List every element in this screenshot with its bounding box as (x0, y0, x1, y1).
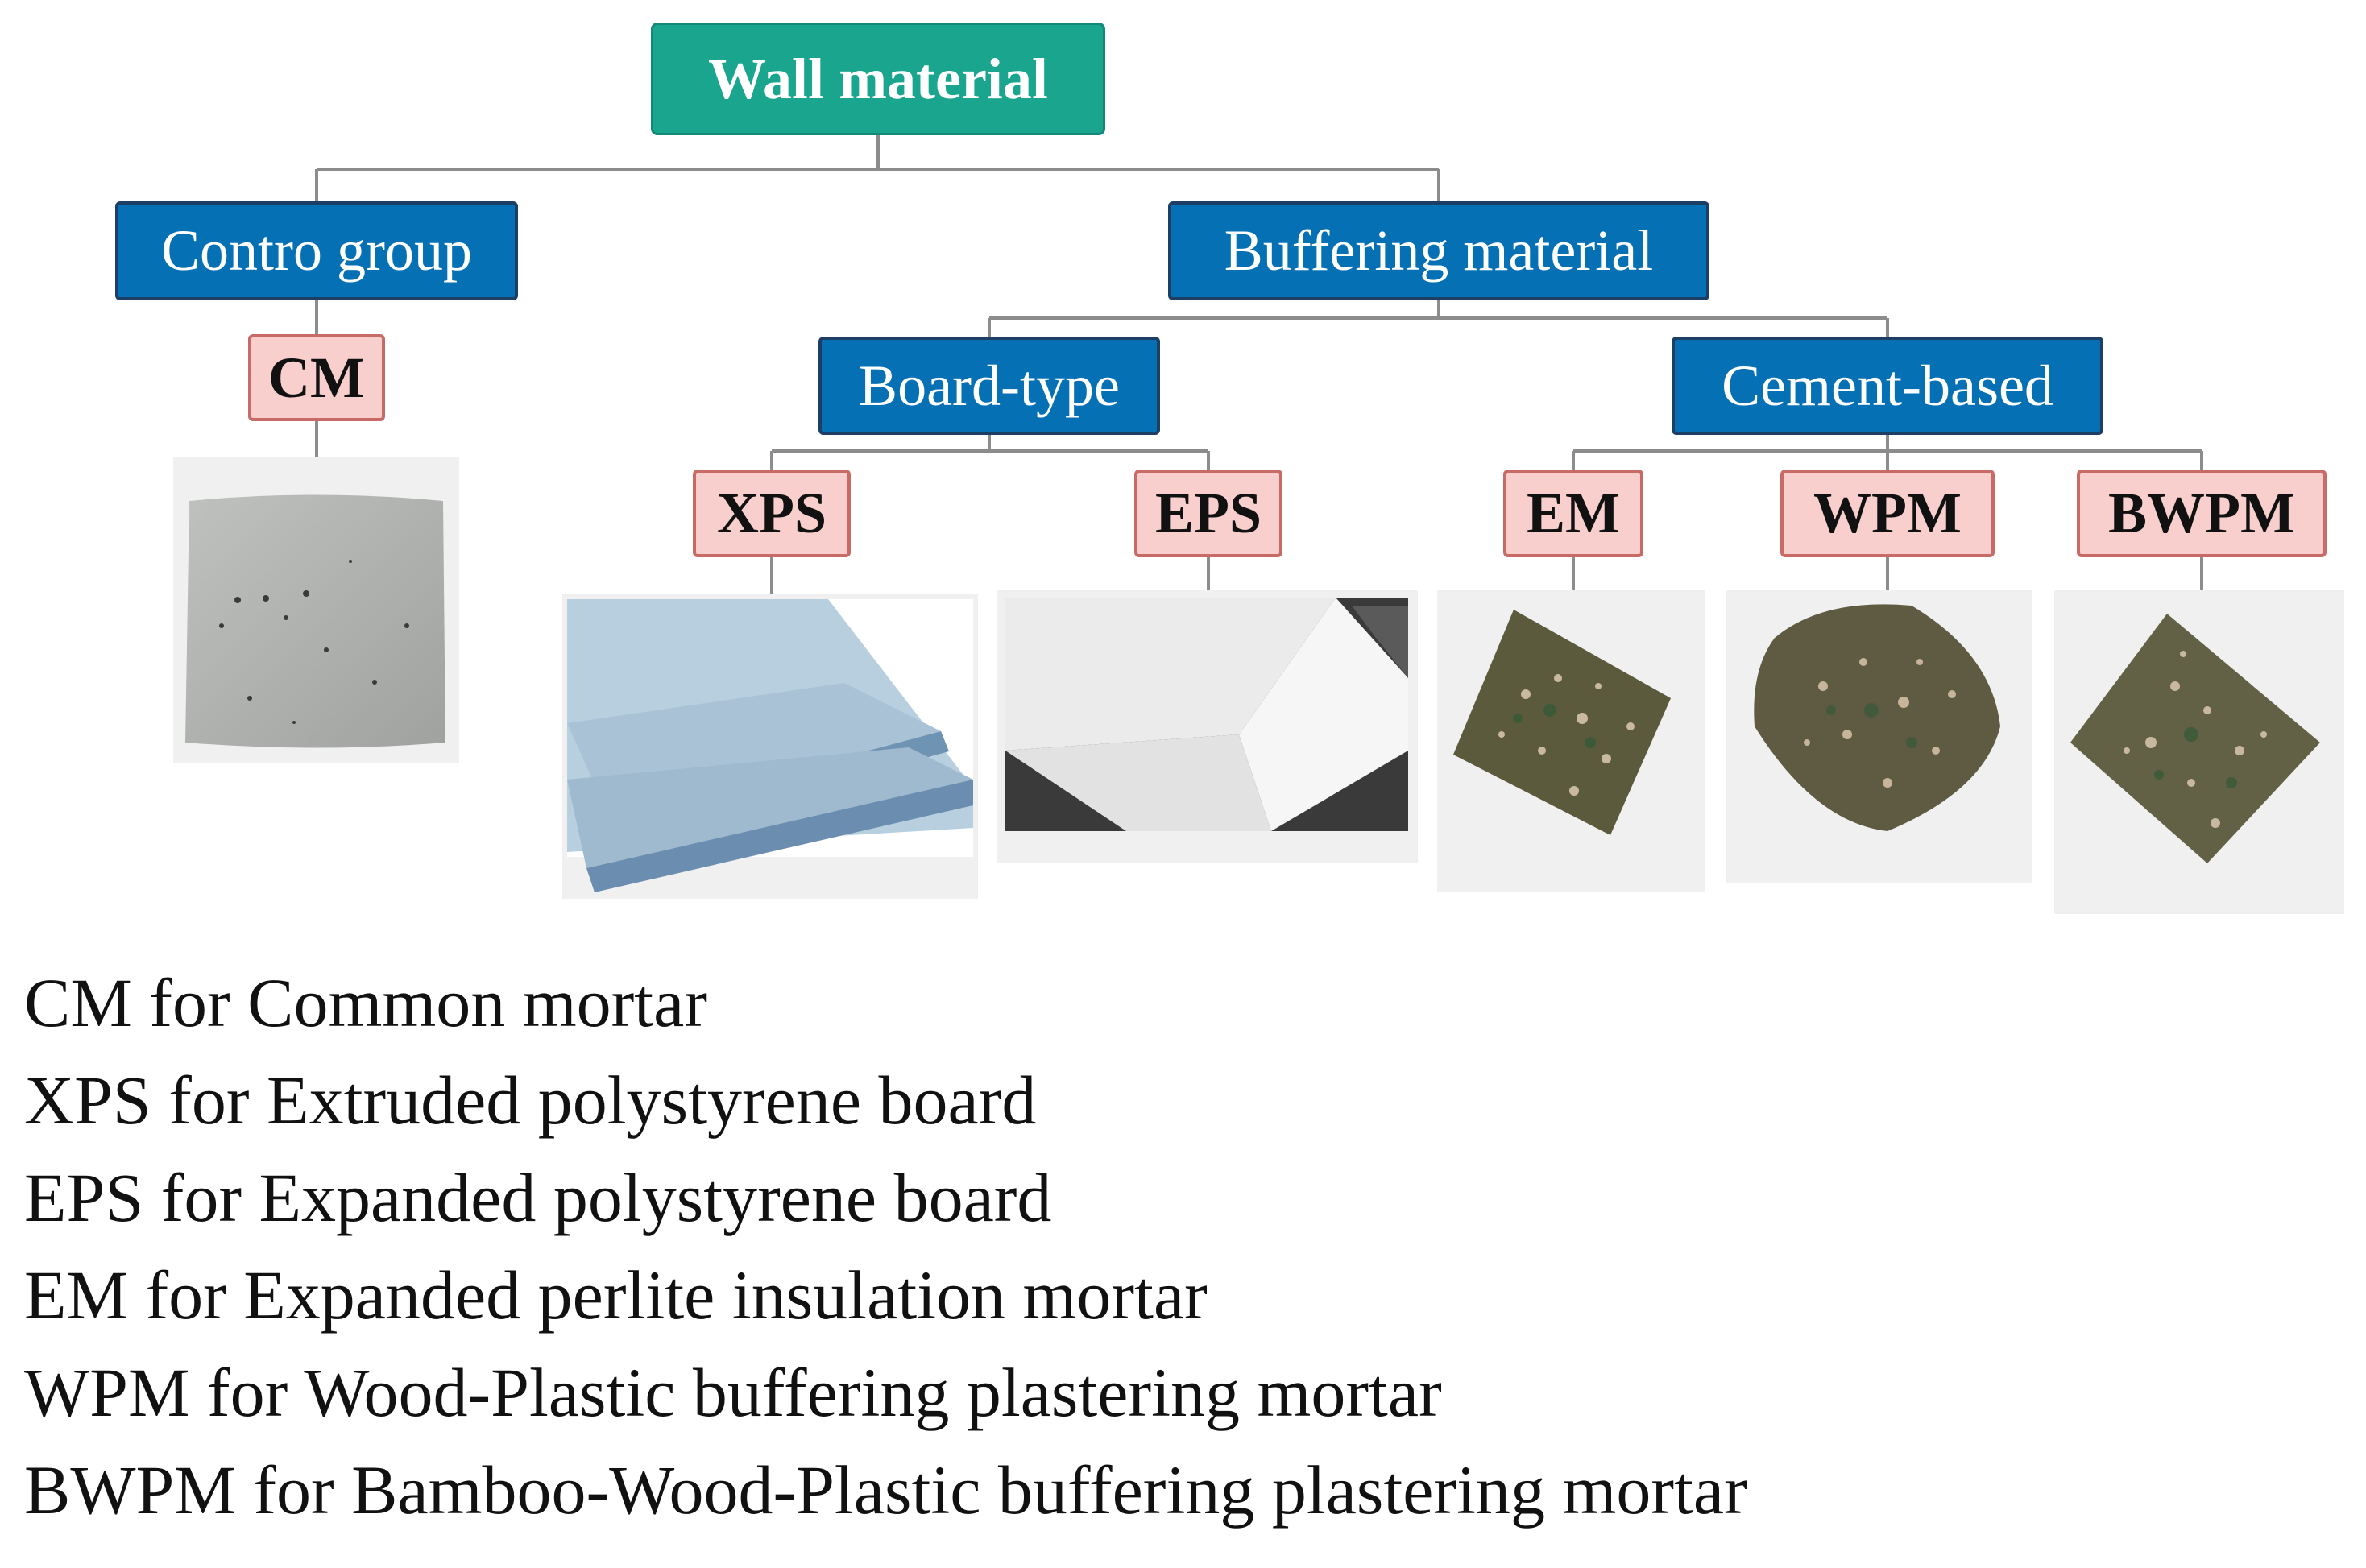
connector-buffering (989, 300, 1887, 337)
legend-line-em: EM for Expanded perlite insulation morta… (24, 1247, 1747, 1344)
photo-eps-sample (997, 590, 1418, 863)
category-buffering-material: Buffering material (1168, 201, 1709, 300)
material-em: EM (1503, 470, 1643, 557)
connector-root (317, 135, 1439, 201)
connector-cement (1573, 435, 2202, 470)
abbreviation-legend: CM for Common mortar XPS for Extruded po… (24, 954, 1747, 1539)
material-cm: CM (248, 334, 385, 421)
category-board-type: Board-type (818, 337, 1160, 435)
material-xps: XPS (693, 470, 851, 557)
root-wall-material: Wall material (651, 23, 1105, 135)
photo-xps-sample (562, 594, 978, 899)
material-eps: EPS (1134, 470, 1282, 557)
material-bwpm: BWPM (2077, 470, 2327, 557)
legend-line-bwpm: BWPM for Bamboo-Wood-Plastic buffering p… (24, 1442, 1747, 1539)
photo-cm-sample (173, 457, 459, 763)
legend-line-wpm: WPM for Wood-Plastic buffering plasterin… (24, 1344, 1747, 1442)
material-wpm: WPM (1780, 470, 1995, 557)
connector-board (772, 435, 1208, 470)
legend-line-xps: XPS for Extruded polystyrene board (24, 1052, 1747, 1149)
photo-wpm-sample (1726, 590, 2032, 883)
category-control-group: Contro group (115, 201, 518, 300)
photo-bwpm-sample (2054, 590, 2344, 914)
legend-line-eps: EPS for Expanded polystyrene board (24, 1149, 1747, 1247)
category-cement-based: Cement-based (1672, 337, 2103, 435)
photo-em-sample (1437, 590, 1705, 892)
legend-line-cm: CM for Common mortar (24, 954, 1747, 1052)
